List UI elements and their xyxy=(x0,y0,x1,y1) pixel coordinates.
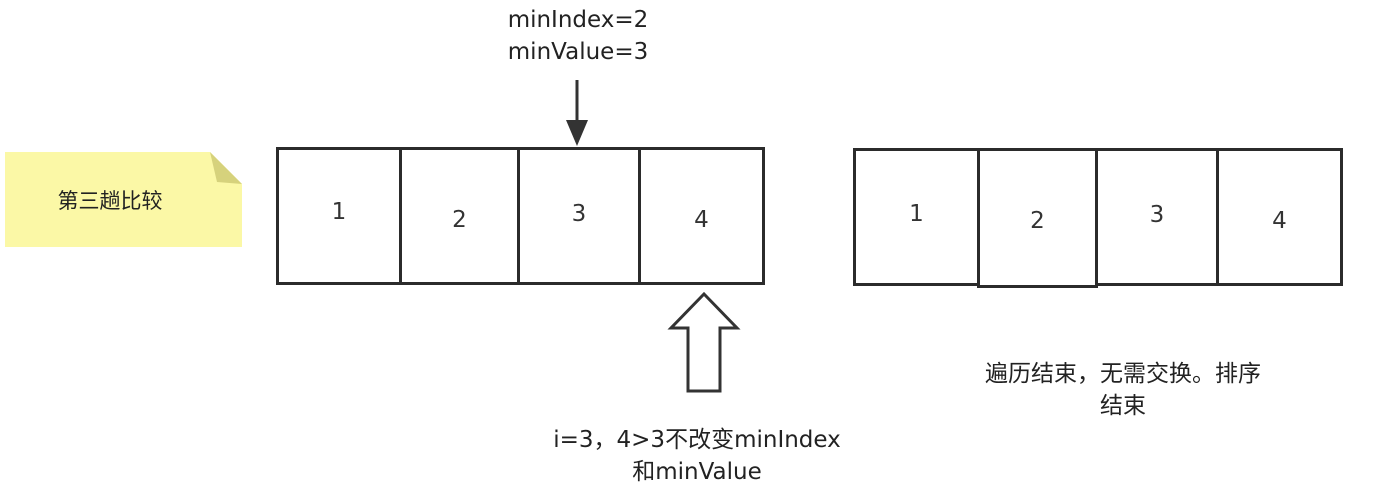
array-cell: 4 xyxy=(1216,148,1343,286)
right-array: 1 2 3 4 xyxy=(853,148,1343,288)
cell-value: 4 xyxy=(694,207,709,233)
cell-value: 2 xyxy=(452,207,467,233)
array-cell: 3 xyxy=(517,147,641,285)
result-text-cont: 结束 xyxy=(1100,393,1146,419)
array-cell: 1 xyxy=(853,148,980,286)
array-cell: 4 xyxy=(638,147,765,285)
left-array: 1 2 3 4 xyxy=(276,147,765,285)
array-cell: 2 xyxy=(399,147,520,285)
result-annotation: 遍历结束，无需交换。排序 结束 xyxy=(950,358,1296,422)
comparison-text-cont: 和minValue xyxy=(632,459,762,485)
array-cell: 2 xyxy=(977,148,1098,288)
comparison-text: i=3，4>3不改变minIndex xyxy=(553,427,841,453)
min-state-annotation: minIndex=2 minValue=3 xyxy=(478,4,678,68)
cell-value: 3 xyxy=(571,201,587,227)
array-cell: 1 xyxy=(276,147,402,285)
down-arrow-icon xyxy=(566,80,588,146)
result-text: 遍历结束，无需交换。排序 xyxy=(985,361,1261,387)
sticky-note-label: 第三趟比较 xyxy=(57,188,163,213)
min-value-text: minValue=3 xyxy=(507,39,649,65)
min-index-text: minIndex=2 xyxy=(507,7,649,33)
sticky-note xyxy=(5,152,242,247)
comparison-annotation: i=3，4>3不改变minIndex 和minValue xyxy=(520,424,874,488)
cell-value: 2 xyxy=(1030,208,1045,234)
cell-value: 1 xyxy=(331,199,347,225)
array-cell: 3 xyxy=(1095,148,1219,286)
cell-value: 3 xyxy=(1149,202,1165,228)
cell-value: 4 xyxy=(1272,208,1287,234)
hollow-up-arrow-icon xyxy=(667,291,741,393)
cell-value: 1 xyxy=(909,201,924,227)
